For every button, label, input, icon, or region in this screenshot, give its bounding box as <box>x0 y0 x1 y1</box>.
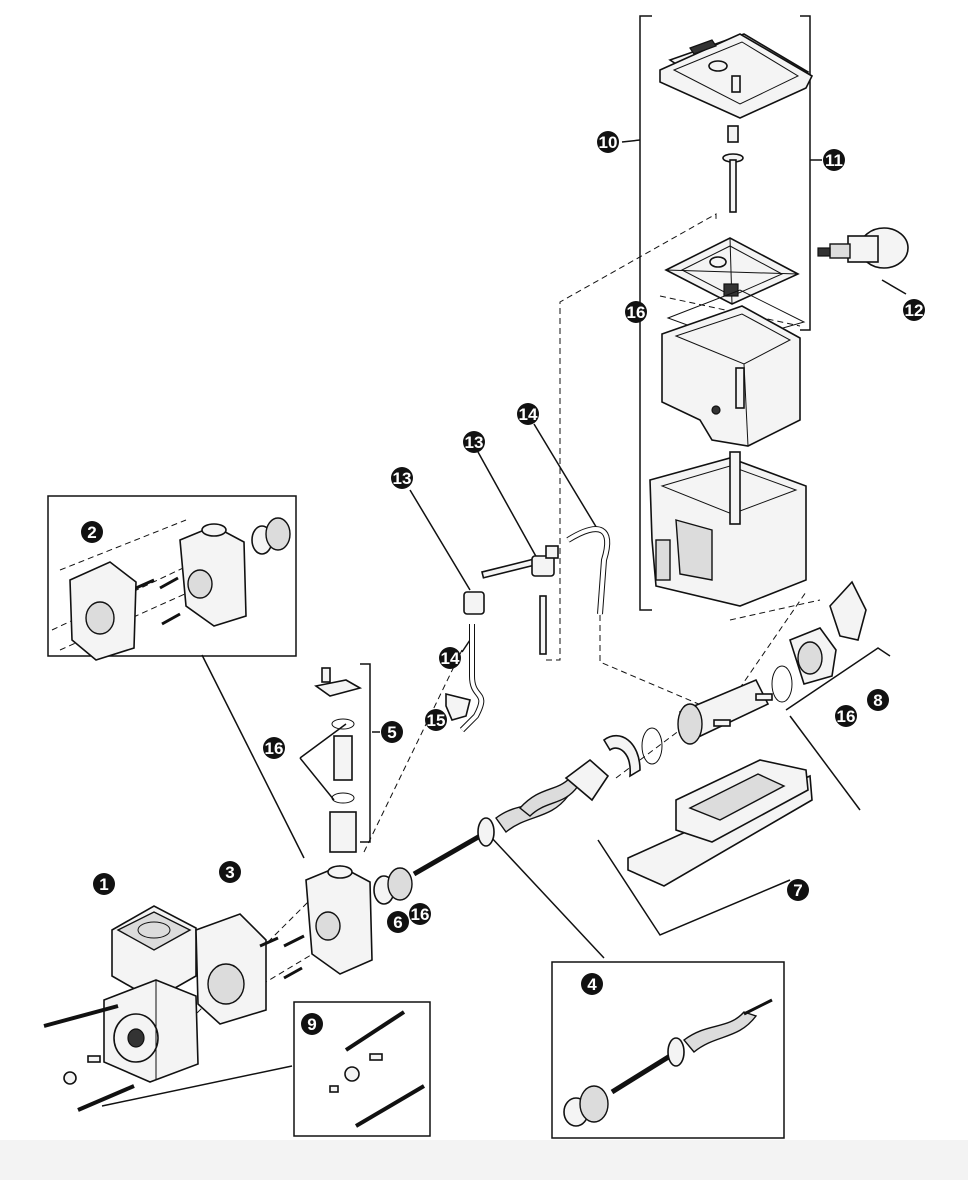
callout-7: 7 <box>787 879 809 901</box>
agitator-bolt <box>722 125 744 213</box>
callout-16-body-label: 16 <box>265 739 284 758</box>
callout-14-upper-label: 14 <box>519 405 538 424</box>
motor-washer <box>63 1071 77 1085</box>
callout-15: 15 <box>425 709 447 731</box>
callout-8: 8 <box>867 689 889 711</box>
motor-bolt-upper <box>43 1004 119 1028</box>
barrel-assembly <box>602 665 793 778</box>
hopper-housing <box>649 451 807 607</box>
dash-14-tank <box>599 591 807 715</box>
callout-5: 5 <box>381 721 403 743</box>
detail-2-parts <box>69 517 291 661</box>
detail-4-parts <box>563 998 773 1127</box>
upper-tank <box>661 305 801 447</box>
mixing-body <box>305 865 373 975</box>
callout-16-seal-label: 16 <box>411 905 430 924</box>
callout-16-body: 16 <box>263 737 285 759</box>
detail-box-9 <box>293 1001 431 1137</box>
callout-14-upper: 14 <box>517 403 539 425</box>
bracket-5 <box>360 663 371 843</box>
callout-10-label: 10 <box>599 133 618 152</box>
callout-15-label: 15 <box>427 711 446 730</box>
leader-10 <box>621 139 641 143</box>
dash-15 <box>363 649 463 853</box>
callout-8-label: 8 <box>873 691 882 710</box>
dash-13-tank <box>546 213 717 661</box>
leader-9 <box>101 1065 293 1107</box>
leader-16a-2 <box>299 757 335 801</box>
end-cap <box>789 580 867 685</box>
callout-14-lower: 14 <box>439 647 461 669</box>
leader-14b <box>533 423 599 531</box>
leader-4 <box>489 835 605 959</box>
callout-16-endcap-label: 16 <box>837 707 856 726</box>
tee-fitting-left <box>463 557 539 615</box>
callout-16-seal: 16 <box>409 903 431 925</box>
hopper-lid <box>659 33 814 119</box>
callout-11-label: 11 <box>825 151 843 170</box>
callout-7-label: 7 <box>793 881 802 900</box>
detail-box-2 <box>47 495 297 657</box>
detail-box-4 <box>551 961 785 1139</box>
small-motor <box>817 227 909 269</box>
callout-2: 2 <box>81 521 103 543</box>
leader-8 <box>789 715 861 811</box>
callout-16-tank-label: 16 <box>627 303 646 322</box>
callout-4: 4 <box>581 973 603 995</box>
agitator-frame <box>664 237 800 305</box>
drip-trough <box>627 759 813 887</box>
leader-13a <box>409 489 471 591</box>
callout-12: 12 <box>903 299 925 321</box>
dash-2c <box>59 519 187 571</box>
tube-clip <box>445 692 471 721</box>
callout-9: 9 <box>301 1013 323 1035</box>
callout-13-right: 13 <box>463 431 485 453</box>
callout-9-label: 9 <box>307 1015 316 1034</box>
callout-13-left-label: 13 <box>393 469 412 488</box>
leader-14a <box>461 639 471 653</box>
motor-bolt-lower <box>77 1084 135 1112</box>
diagram-canvas: 1 2 3 4 5 6 7 8 9 10 11 12 13 13 14 14 1… <box>43 15 925 1139</box>
flange-gasket <box>564 758 610 802</box>
callout-4-label: 4 <box>587 975 597 994</box>
bracket-7 <box>597 839 791 936</box>
callout-3: 3 <box>219 861 241 883</box>
callout-10: 10 <box>597 131 619 153</box>
nozzle-stack <box>314 667 363 853</box>
callout-1: 1 <box>93 873 115 895</box>
callout-16-endcap: 16 <box>835 705 857 727</box>
auger-shaft <box>412 777 579 877</box>
gear-motor <box>103 905 199 1083</box>
callout-14-lower-label: 14 <box>441 649 460 668</box>
detail-9-parts <box>329 1010 426 1128</box>
callout-13-right-label: 13 <box>465 433 484 452</box>
leader-13b <box>477 451 539 561</box>
callout-3-label: 3 <box>225 863 234 882</box>
callout-6-label: 6 <box>393 913 402 932</box>
leader-2 <box>201 654 305 859</box>
adapter-plate <box>195 913 267 1025</box>
plate-screws <box>259 934 305 980</box>
dash-8 <box>729 599 821 621</box>
leader-12 <box>881 279 907 295</box>
bracket-8 <box>785 647 891 711</box>
callout-5-label: 5 <box>387 723 396 742</box>
callout-13-left: 13 <box>391 467 413 489</box>
bracket-11 <box>800 15 811 331</box>
callout-6: 6 <box>387 911 409 933</box>
callout-1-label: 1 <box>99 875 108 894</box>
tee-fitting-right <box>531 545 559 577</box>
callout-12-label: 12 <box>905 301 924 320</box>
pin <box>539 595 547 655</box>
shaft-seal <box>373 867 413 905</box>
motor-key <box>87 1055 101 1063</box>
footer-band <box>0 1140 968 1180</box>
leader-16a-1 <box>299 723 347 759</box>
callout-11: 11 <box>823 149 845 171</box>
callout-2-label: 2 <box>87 523 96 542</box>
callout-16-tank: 16 <box>625 301 647 323</box>
